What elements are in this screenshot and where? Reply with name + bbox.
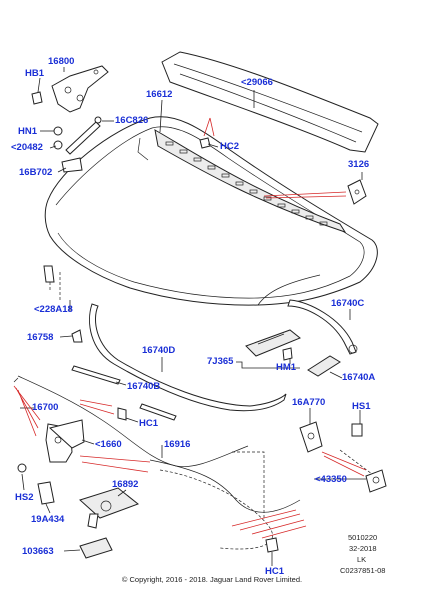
insulator-7j365: [245, 329, 301, 361]
footer-code-3: LK: [357, 555, 367, 564]
callout-43350[interactable]: <43350: [315, 474, 347, 485]
callout-16700[interactable]: 16700: [32, 402, 59, 413]
callout-16740d[interactable]: 16740D: [142, 345, 176, 356]
callout-20482[interactable]: <20482: [11, 142, 43, 153]
footer-code-4: C0237851-08: [340, 566, 386, 575]
clip-hc1-lower: [265, 537, 279, 553]
callout-1660[interactable]: <1660: [95, 439, 122, 450]
handle-103663: [79, 537, 113, 559]
callout-19a434[interactable]: 19A434: [31, 514, 65, 525]
callout-29066[interactable]: <29066: [241, 77, 273, 88]
clip-hc2: [199, 137, 211, 149]
callout-16612[interactable]: 16612: [146, 89, 173, 100]
hood-panel: [44, 116, 378, 306]
callout-16916[interactable]: 16916: [164, 439, 191, 450]
callout-hc1-lower[interactable]: HC1: [265, 566, 285, 577]
striker-3126: [347, 179, 367, 205]
callout-228a18[interactable]: <228A18: [34, 304, 73, 315]
copyright-notice: © Copyright, 2016 - 2018. Jaguar Land Ro…: [121, 575, 303, 584]
callout-3126[interactable]: 3126: [348, 159, 370, 170]
callout-7j365[interactable]: 7J365: [207, 356, 234, 367]
cable-16916: [149, 451, 301, 550]
callout-16c826[interactable]: 16C826: [115, 115, 149, 126]
latch-16a770: [299, 421, 363, 453]
latch-assembly: [17, 407, 127, 505]
callout-hs1[interactable]: HS1: [352, 401, 371, 412]
callout-hc1-upper[interactable]: HC1: [139, 418, 159, 429]
callout-hs2[interactable]: HS2: [15, 492, 34, 503]
cowl-panel: [161, 51, 379, 153]
bracket-16892: [79, 487, 140, 529]
callout-16892[interactable]: 16892: [112, 479, 139, 490]
callout-hc2[interactable]: HC2: [220, 141, 240, 152]
callout-hm1[interactable]: HM1: [276, 362, 297, 373]
footer-code-1: 5010220: [348, 533, 378, 542]
callout-16758[interactable]: 16758: [27, 332, 54, 343]
release-cable: [13, 375, 249, 468]
callout-16800[interactable]: 16800: [48, 56, 75, 67]
hood-hinge: [31, 65, 109, 113]
callout-16740a[interactable]: 16740A: [342, 372, 376, 383]
callout-16740c[interactable]: 16740C: [331, 298, 365, 309]
footer-code-2: 32-2018: [349, 544, 377, 553]
gas-strut: [65, 116, 102, 155]
fasteners-left: [43, 126, 83, 343]
seal-16740b: [71, 365, 177, 421]
callout-hn1[interactable]: HN1: [18, 126, 38, 137]
callout-16a770[interactable]: 16A770: [292, 397, 326, 408]
latch-43350: [339, 449, 387, 493]
callout-16b702[interactable]: 16B702: [19, 167, 53, 178]
highlight-lines: [13, 117, 367, 539]
callout-hb1[interactable]: HB1: [25, 68, 45, 79]
callout-103663[interactable]: 103663: [22, 546, 54, 557]
seal-16740d: [89, 303, 287, 412]
seal-16740a: [307, 355, 341, 377]
seal-16740c: [287, 299, 358, 355]
leader-lines: [20, 67, 366, 566]
callout-16740b[interactable]: 16740B: [127, 381, 161, 392]
